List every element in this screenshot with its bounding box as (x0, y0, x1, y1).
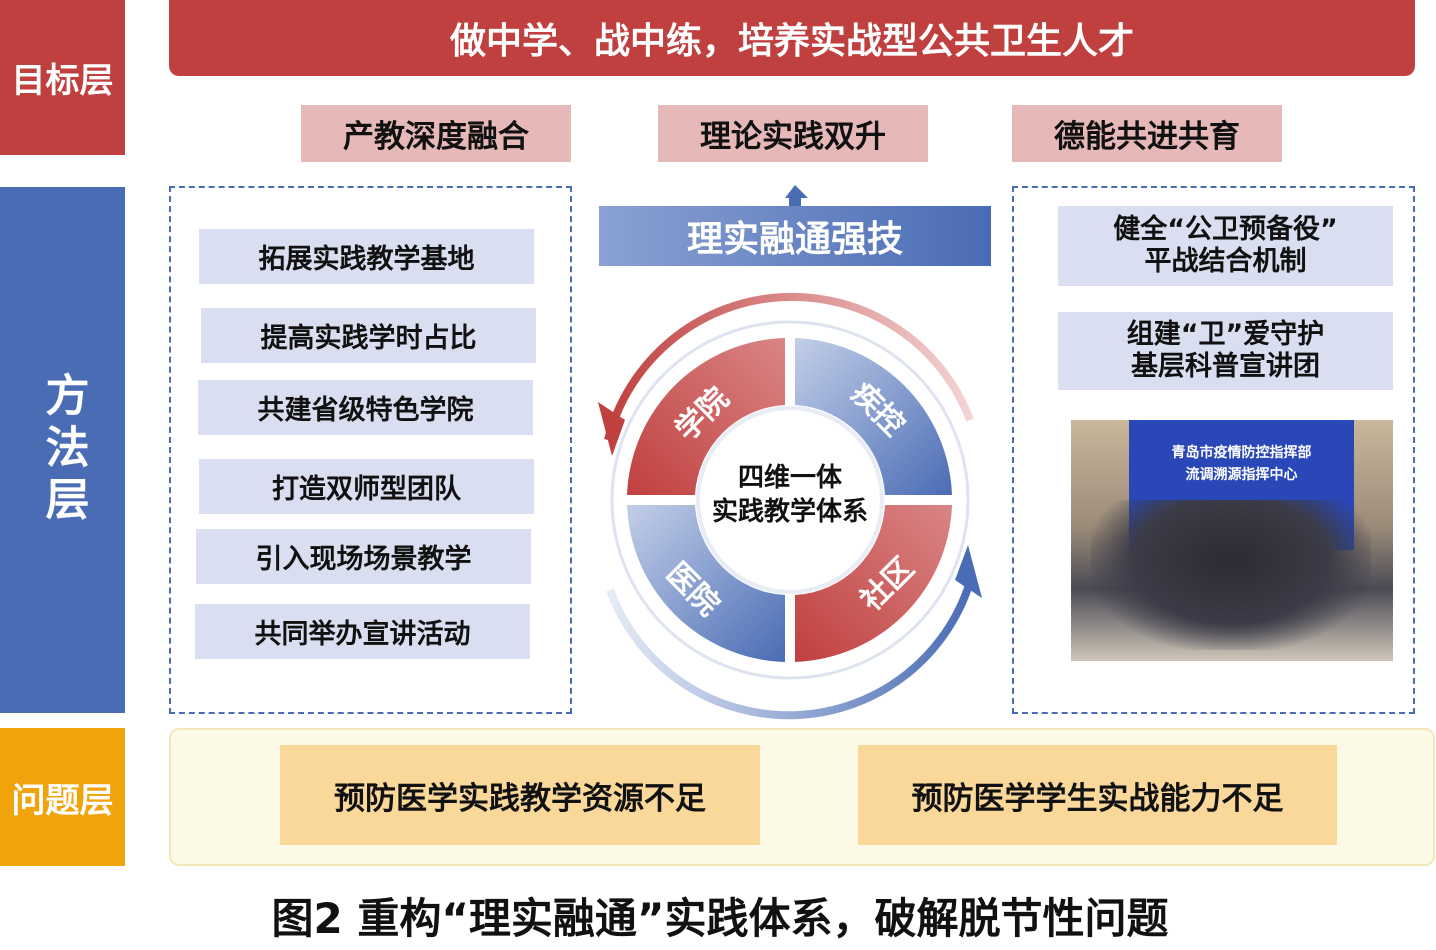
method-layer-label: 方法层 (0, 187, 125, 713)
problem-item: 预防医学学生实战能力不足 (858, 745, 1337, 845)
center-title: 理实融通强技 (686, 219, 903, 260)
goal-layer-label: 目标层 (0, 0, 125, 155)
left-method-box (169, 186, 572, 714)
sign-line1: 青岛市疫情防控指挥部 (1171, 445, 1312, 461)
segment-hospital (627, 505, 785, 662)
core-line2: 实践教学体系 (711, 496, 868, 527)
method-item: 打造双师型团队 (199, 459, 534, 514)
blue-cycle-arrow (606, 573, 976, 720)
method-item-line: 平战结合机制 (1144, 246, 1307, 277)
method-item: 引入现场场景教学 (196, 529, 531, 584)
goal-item: 德能共进共育 (1012, 105, 1282, 162)
sign-line2: 流调溯源指挥中心 (1185, 467, 1298, 484)
red-arrowhead-icon (598, 402, 625, 456)
segment-community (795, 505, 952, 662)
figure-caption: 图2 重构“理实融通”实践体系，破解脱节性问题 (271, 894, 1169, 943)
up-arrow-icon (785, 185, 808, 206)
goal-banner: 做中学、战中练，培养实战型公共卫生人才 (169, 0, 1415, 76)
segment-college (627, 338, 785, 495)
goal-item: 理论实践双升 (658, 105, 928, 162)
core-text: 四维一体 实践教学体系 (690, 462, 890, 530)
method-item: 健全“公卫预备役” 平战结合机制 (1058, 206, 1393, 286)
method-item: 拓展实践教学基地 (199, 229, 534, 284)
core-line1: 四维一体 (737, 463, 842, 493)
method-item: 组建“卫”爱守护 基层科普宣讲团 (1058, 312, 1393, 390)
group-of-people (1091, 500, 1371, 650)
problem-item: 预防医学实践教学资源不足 (280, 745, 760, 845)
center-title-bg (599, 206, 991, 266)
goal-item: 产教深度融合 (301, 105, 571, 162)
method-item: 提高实践学时占比 (201, 308, 536, 363)
problem-layer-label: 问题层 (0, 728, 125, 866)
right-method-box (1012, 186, 1415, 714)
method-item: 共同举办宣讲活动 (195, 604, 530, 659)
method-item-line: 基层科普宣讲团 (1131, 351, 1320, 382)
blue-arrowhead-icon (955, 545, 982, 598)
method-item-line: 组建“卫”爱守护 (1126, 318, 1325, 350)
segment-cdc (795, 338, 952, 495)
method-item-line: 健全“公卫预备役” (1113, 213, 1338, 245)
team-photo: 青岛市疫情防控指挥部 流调溯源指挥中心 (1071, 420, 1393, 661)
red-cycle-arrow (604, 292, 974, 441)
method-item: 共建省级特色学院 (198, 380, 533, 435)
